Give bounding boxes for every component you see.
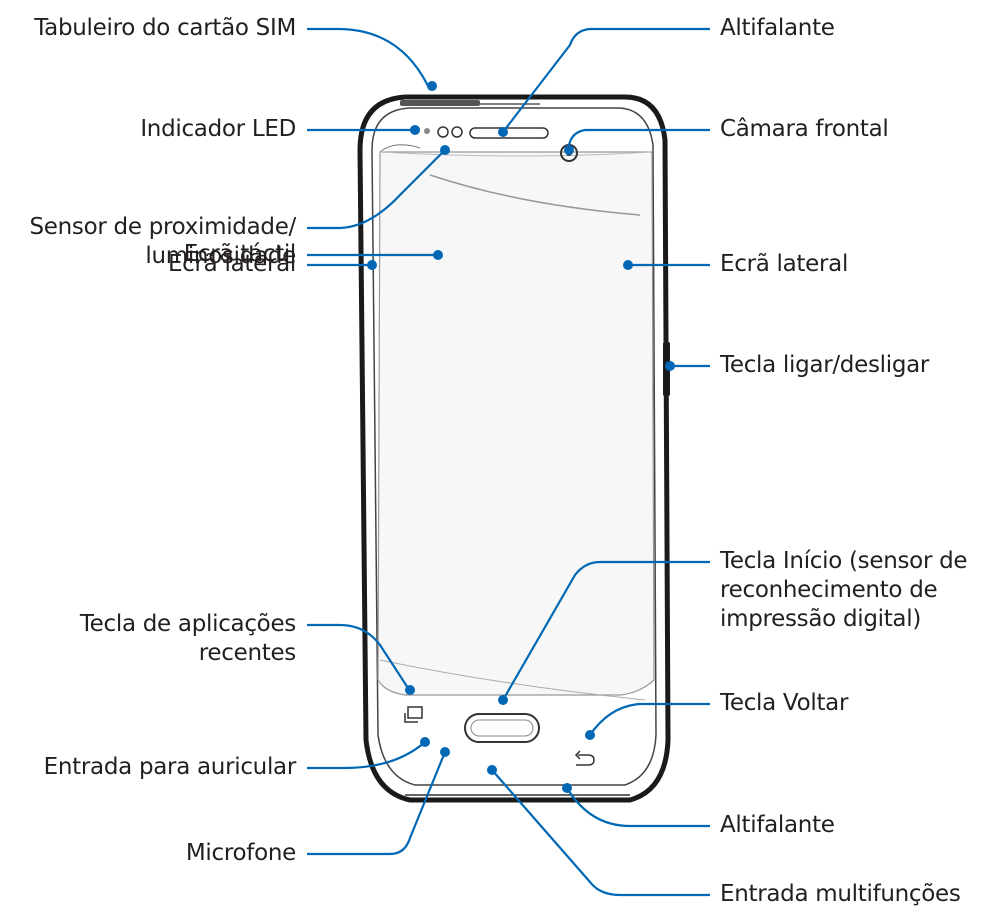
label-multipurpose-jack: Entrada multifunções bbox=[720, 881, 961, 907]
dot-power bbox=[665, 361, 675, 371]
label-edge-screen-left: Ecrã lateral bbox=[167, 251, 296, 277]
callout-line-camera bbox=[567, 128, 710, 146]
home-key bbox=[464, 713, 540, 743]
dot-proximity bbox=[440, 145, 450, 155]
callout-line-speaker-bottom bbox=[566, 787, 710, 828]
label-front-camera: Câmara frontal bbox=[720, 116, 889, 142]
dot-edge-right bbox=[623, 260, 633, 270]
dot-camera bbox=[564, 145, 574, 155]
sim-tray-slot bbox=[400, 100, 480, 106]
label-microphone: Microfone bbox=[185, 840, 296, 866]
screen bbox=[377, 151, 655, 696]
label-recent-apps: Tecla de aplicações recentes bbox=[79, 611, 296, 666]
proximity-sensor-b bbox=[451, 126, 463, 138]
callout-line-speaker-top bbox=[502, 27, 710, 133]
dot-earphone bbox=[420, 737, 430, 747]
dot-edge-left bbox=[367, 260, 377, 270]
screen-top-shade bbox=[379, 151, 651, 157]
phone-body bbox=[357, 94, 671, 803]
label-home-key: Tecla Início (sensor de reconhecimento d… bbox=[720, 548, 968, 632]
label-edge-screen-right: Ecrã lateral bbox=[720, 251, 849, 277]
label-proximity-sensor: Sensor de proximidade/ luminosidade bbox=[29, 214, 296, 269]
led-indicator bbox=[424, 128, 430, 134]
label-touch-screen: Ecrã táctil bbox=[183, 241, 297, 267]
dot-back bbox=[585, 730, 595, 740]
label-led-indicator: Indicador LED bbox=[140, 116, 296, 142]
dot-recent bbox=[405, 685, 415, 695]
callout-line-multipurpose bbox=[491, 769, 710, 897]
callout-line-recent bbox=[307, 623, 409, 689]
dot-home bbox=[498, 695, 508, 705]
dot-led bbox=[410, 125, 420, 135]
dot-touch-screen bbox=[433, 250, 443, 260]
label-power-key: Tecla ligar/desligar bbox=[720, 352, 930, 378]
dot-speaker-top bbox=[498, 127, 508, 137]
screen-bottom-highlight bbox=[379, 659, 646, 701]
label-earpiece-speaker: Altifalante bbox=[720, 15, 835, 41]
dot-speaker-bottom bbox=[562, 783, 572, 793]
callout-line-earphone bbox=[307, 741, 426, 770]
callout-lines bbox=[307, 27, 710, 897]
label-sim-tray: Tabuleiro do cartão SIM bbox=[34, 15, 296, 41]
back-icon bbox=[574, 750, 595, 766]
home-key-inner bbox=[470, 719, 534, 737]
label-back-key: Tecla Voltar bbox=[720, 690, 849, 716]
recent-apps-icon bbox=[404, 706, 423, 723]
callout-line-microphone bbox=[307, 751, 447, 856]
callout-line-back bbox=[589, 702, 710, 736]
dot-multipurpose bbox=[487, 765, 497, 775]
screen-inner-highlight bbox=[429, 174, 641, 216]
label-earphone-jack: Entrada para auricular bbox=[43, 754, 297, 780]
callout-line-home bbox=[502, 560, 710, 701]
earpiece-speaker-grille bbox=[469, 127, 549, 139]
label-loudspeaker: Altifalante bbox=[720, 812, 835, 838]
callout-dots bbox=[367, 81, 675, 793]
proximity-sensor-a bbox=[437, 126, 449, 138]
dot-microphone bbox=[440, 747, 450, 757]
dot-sim-tray bbox=[427, 81, 437, 91]
callout-line-sim-tray bbox=[307, 27, 429, 87]
screen-curve-top bbox=[379, 144, 421, 153]
phone-bezel bbox=[371, 107, 657, 786]
callout-line-proximity bbox=[307, 149, 446, 230]
